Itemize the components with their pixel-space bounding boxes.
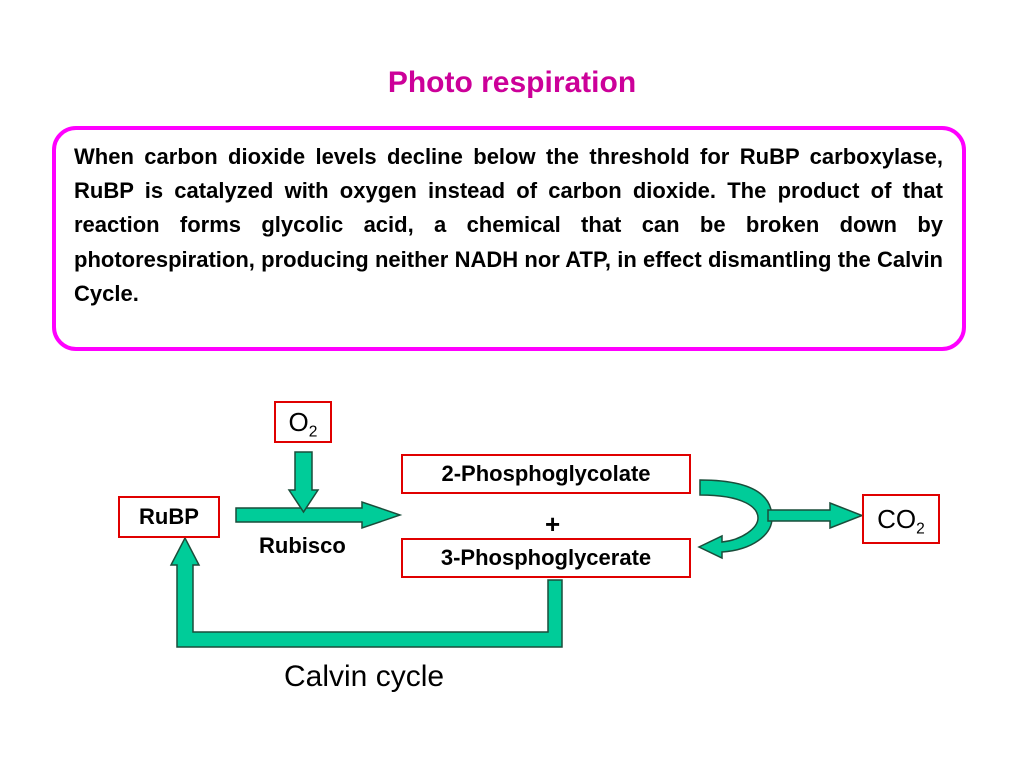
phosphoglycerate-box: 3-Phosphoglycerate [401,538,691,578]
rubp-box: RuBP [118,496,220,538]
phosphoglycolate-label: 2-Phosphoglycolate [441,461,651,486]
co2-subscript: 2 [916,520,925,538]
co2-box: CO2 [862,494,940,544]
oxygen-subscript: 2 [308,423,318,441]
rubp-label: RuBP [139,504,199,529]
calvin-cycle-label: Calvin cycle [284,660,445,693]
oxygen-box: O2 [274,401,332,443]
co2-release-arrow [767,501,865,530]
co2-symbol: CO [877,504,917,534]
rubisco-reaction-arrow [235,500,403,530]
slide-title: Photo respiration [387,66,637,99]
oxygen-symbol: O [288,407,309,437]
rubisco-label: Rubisco [259,533,346,558]
plus-sign: + [545,509,561,539]
calvin-cycle-arrow [169,536,563,648]
glycolate-recycle-arrow [697,479,773,560]
oxygen-input-arrow [287,451,320,514]
phosphoglycerate-label: 3-Phosphoglycerate [440,545,652,570]
description-box: When carbon dioxide levels decline below… [52,126,966,351]
description-text: When carbon dioxide levels decline below… [74,144,943,306]
phosphoglycolate-box: 2-Phosphoglycolate [401,454,691,494]
